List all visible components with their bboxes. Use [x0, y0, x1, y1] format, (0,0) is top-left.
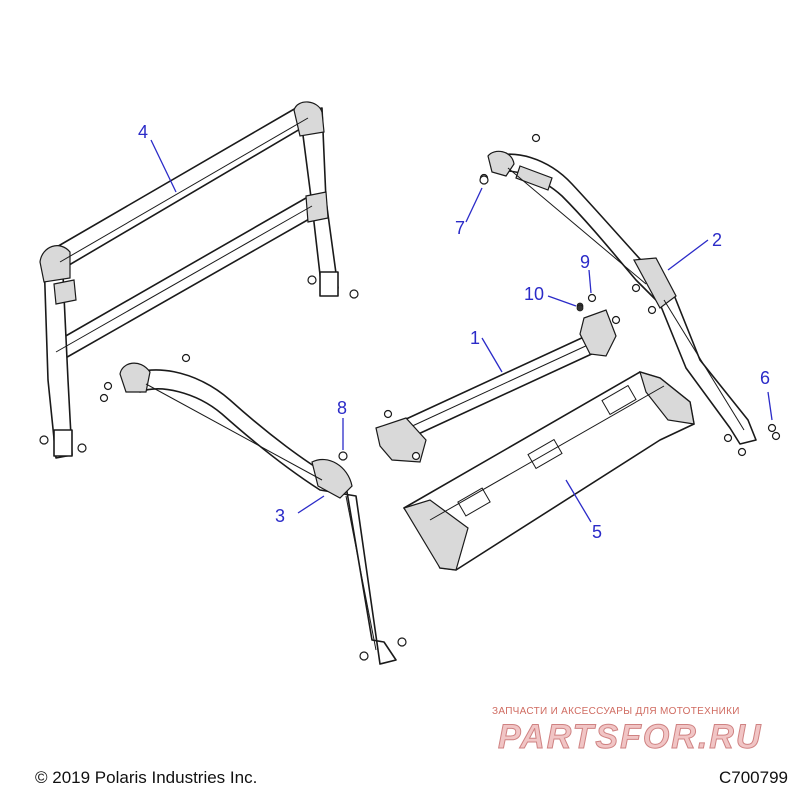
part-3-left-tube: [99, 353, 407, 665]
part-2-right-tube: [479, 133, 757, 457]
part-1-cross-bar: [375, 302, 621, 463]
leader-lines: [150, 139, 773, 523]
callout-3: 3: [275, 506, 285, 526]
callout-8: 8: [337, 398, 347, 418]
callout-5: 5: [592, 522, 602, 542]
callout-10: 10: [524, 284, 544, 304]
watermark-tagline: ЗАПЧАСТИ И АКСЕССУАРЫ ДЛЯ МОТОТЕХНИКИ: [492, 706, 740, 717]
callout-9: 9: [580, 252, 590, 272]
callout-4: 4: [138, 122, 148, 142]
callout-6: 6: [760, 368, 770, 388]
part-5-dash-panel: [403, 371, 695, 571]
callout-1: 1: [470, 328, 480, 348]
callout-2: 2: [712, 230, 722, 250]
watermark-logo: PARTSFOR.RU: [497, 718, 763, 757]
copyright-text: © 2019 Polaris Industries Inc.: [35, 768, 258, 787]
callouts: 4 1 2 3 5 6 7 8 9 10: [138, 122, 770, 542]
drawing-id: C700799: [718, 768, 788, 787]
hardware-items: [338, 175, 781, 461]
callout-7: 7: [455, 218, 465, 238]
part-4-rear-cage: [39, 101, 359, 459]
